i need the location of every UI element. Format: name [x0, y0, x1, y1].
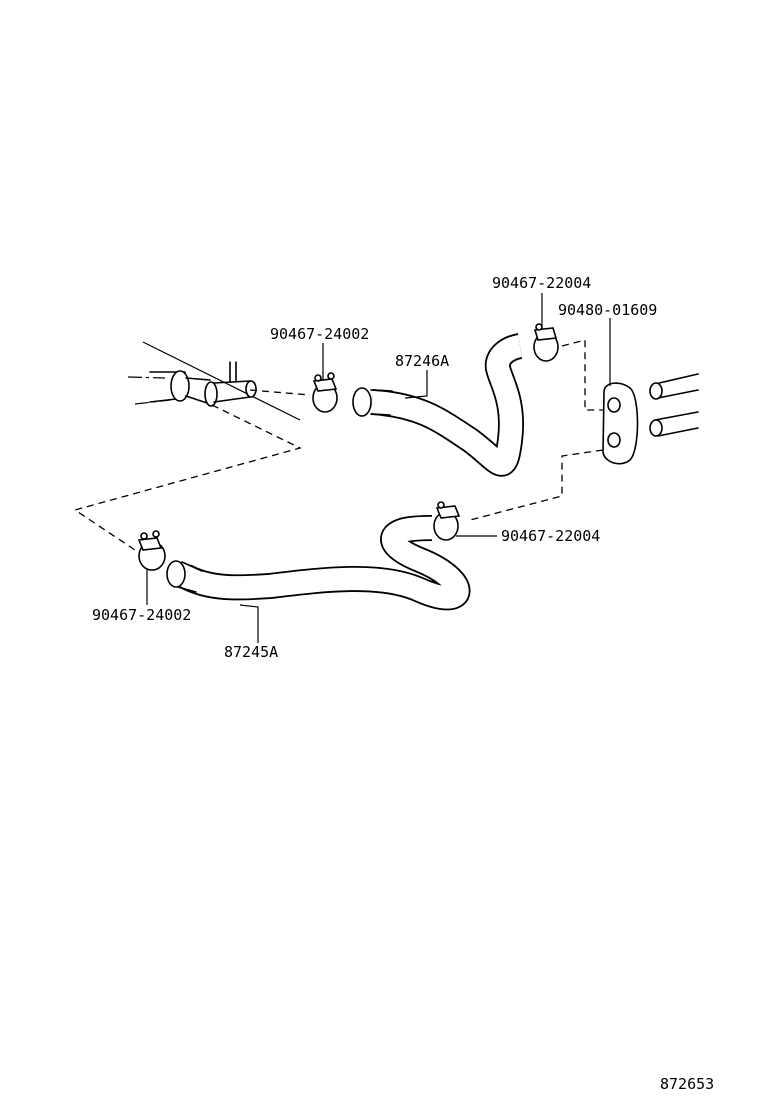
leader-lines — [146, 293, 611, 643]
label-clamp-90467-22004-mid: 90467-22004 — [501, 527, 600, 545]
clamp-90467-24002-bottom — [137, 530, 166, 571]
hose-87245a — [166, 515, 471, 611]
label-clamp-90467-24002-bottom: 90467-24002 — [92, 606, 191, 624]
label-bracket-90480-01609: 90480-01609 — [558, 301, 657, 319]
hose-87246a — [352, 333, 524, 477]
figure-number: 872653 — [660, 1075, 714, 1093]
heater-core-pipes — [649, 373, 699, 437]
label-hose-87246a: 87246A — [395, 352, 449, 370]
label-hose-87245a: 87245A — [224, 643, 278, 661]
label-clamp-90467-24002-top: 90467-24002 — [270, 325, 369, 343]
bracket-gasket — [602, 382, 639, 465]
label-clamp-90467-22004-top: 90467-22004 — [492, 274, 591, 292]
clamp-90467-22004-mid — [433, 501, 461, 541]
connection-lines — [73, 339, 604, 551]
clamp-90467-24002-top — [312, 372, 338, 413]
heater-pipe-left — [127, 341, 301, 421]
clamp-90467-22004-top — [533, 323, 559, 362]
